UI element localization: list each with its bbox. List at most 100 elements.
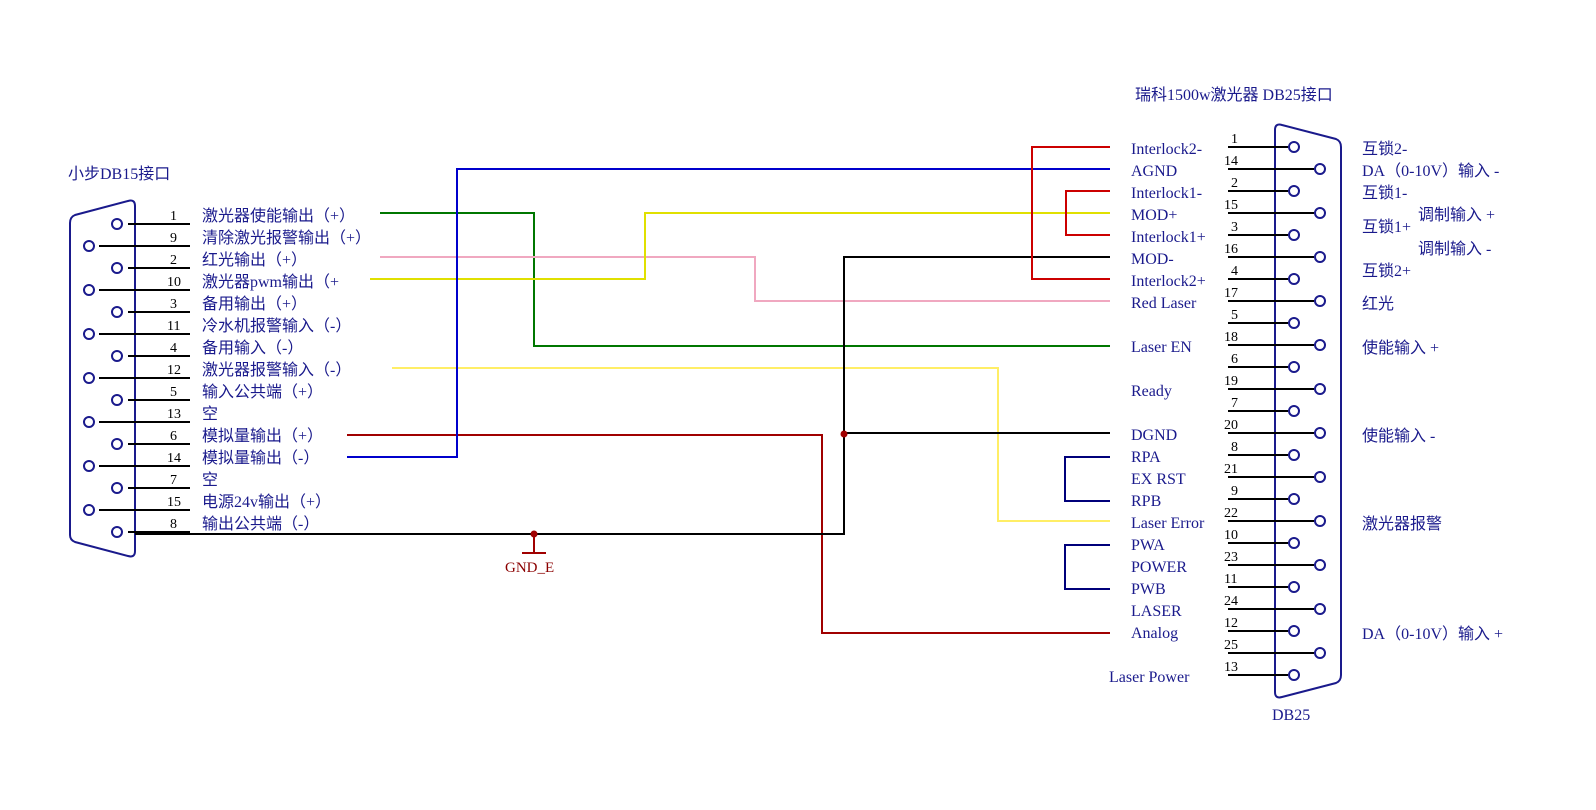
db25-desc-label: 使能输入 - [1362, 427, 1435, 445]
db25-connector-shell [1274, 123, 1342, 699]
wire-laser-error [392, 367, 1110, 522]
db15-pin-label: 清除激光报警输出（+） [202, 229, 371, 247]
db25-pin-number: 22 [1224, 506, 1238, 521]
wire-rpa-rpb-jumper [1064, 456, 1110, 502]
db15-pin-label: 激光器pwm输出（+ [202, 273, 339, 291]
db25-pin-number: 4 [1231, 264, 1238, 279]
db25-pin-number: 24 [1224, 594, 1238, 609]
db25-pin-number: 15 [1224, 198, 1238, 213]
db25-signal-label: AGND [1131, 163, 1177, 180]
wire-red-laser [380, 256, 1110, 302]
db25-desc-label: 调制输入 + [1418, 206, 1495, 224]
db25-pin-leads [1228, 146, 1314, 676]
wires [135, 146, 1110, 634]
wire-agnd [347, 168, 1110, 458]
db15-pin-label: 备用输出（+） [202, 295, 307, 313]
wire-pwa-pwb-jumper [1064, 544, 1110, 590]
db25-pin-number: 17 [1224, 286, 1238, 301]
db15-pin-number: 13 [167, 407, 181, 422]
db25-signal-label: RPA [1131, 449, 1161, 466]
db15-pin-number: 10 [167, 275, 181, 290]
db25-signal-label: Laser Error [1131, 515, 1205, 532]
db15-pin-label: 冷水机报警输入（-） [202, 317, 351, 335]
junction-dot [840, 430, 848, 438]
db25-pin-number: 20 [1224, 418, 1238, 433]
db25-signal-label: Analog [1131, 625, 1178, 642]
db15-pin-label: 输入公共端（+） [202, 383, 323, 401]
db15-pin-number: 5 [170, 385, 177, 400]
db15-pin-number: 15 [167, 495, 181, 510]
db15-pin-number: 14 [167, 451, 181, 466]
wire-pwm-mod [370, 212, 1110, 280]
db25-signal-label: MOD- [1131, 251, 1174, 268]
db25-desc-label: 使能输入 + [1362, 339, 1439, 357]
wire-interlock1-jumper [1065, 190, 1110, 236]
db25-signal-label: Interlock1+ [1131, 229, 1206, 246]
db15-pin-number: 4 [170, 341, 177, 356]
db25-signal-label: Interlock2+ [1131, 273, 1206, 290]
db25-desc-label: 互锁1- [1362, 184, 1407, 202]
db25-pin-number: 2 [1231, 176, 1238, 191]
db15-pin-number: 9 [170, 231, 177, 246]
db25-pin-number: 6 [1231, 352, 1238, 367]
db25-pin-number: 10 [1224, 528, 1238, 543]
db15-pin-number: 12 [167, 363, 181, 378]
db25-pin-number: 12 [1224, 616, 1238, 631]
db15-pin-label: 备用输入（-） [202, 339, 303, 357]
db15-pin-number: 2 [170, 253, 177, 268]
db15-pin-label: 空 [202, 405, 218, 423]
db25-signal-label: LASER [1131, 603, 1182, 620]
db25-pin-number: 7 [1231, 396, 1238, 411]
db25-signal-label: MOD+ [1131, 207, 1177, 224]
db25-pin-number: 1 [1231, 132, 1238, 147]
db15-pin-number: 1 [170, 209, 177, 224]
db25-pin-number: 13 [1224, 660, 1238, 675]
db25-pin-number: 16 [1224, 242, 1238, 257]
wire-ground-bus [135, 256, 1110, 535]
db25-desc-label: 调制输入 - [1418, 240, 1491, 258]
db25-pin-number: 25 [1224, 638, 1238, 653]
db15-pin-number: 8 [170, 517, 177, 532]
db25-pin-number: 5 [1231, 308, 1238, 323]
db25-signal-label: Red Laser [1131, 295, 1197, 312]
db25-pin-number: 3 [1231, 220, 1238, 235]
db25-signal-label: PWA [1131, 537, 1165, 554]
db25-title: 瑞科1500w激光器 DB25接口 [1135, 86, 1333, 104]
db15-pin-label: 激光器使能输出（+） [202, 207, 355, 225]
db25-pin-number: 8 [1231, 440, 1238, 455]
db15-pin-leads [99, 223, 190, 533]
db25-pin-number: 9 [1231, 484, 1238, 499]
db15-pin-sockets [83, 218, 123, 538]
db25-pin-number: 18 [1224, 330, 1238, 345]
db25-desc-label: 红光 [1362, 295, 1394, 313]
db15-pin-number: 11 [167, 319, 180, 334]
db25-desc-label: 互锁1+ [1362, 218, 1411, 236]
db25-pin-number: 23 [1224, 550, 1238, 565]
db25-signal-label: Laser EN [1131, 339, 1192, 356]
db25-pin-sockets [1288, 141, 1326, 681]
db25-signal-label: Interlock2- [1131, 141, 1202, 158]
db25-signal-label: RPB [1131, 493, 1161, 510]
db15-pin-label: 模拟量输出（-） [202, 449, 319, 467]
db25-desc-label: 互锁2+ [1362, 262, 1411, 280]
db15-pin-label: 模拟量输出（+） [202, 427, 323, 445]
ground-label: GND_E [505, 560, 554, 576]
db25-signal-label: DGND [1131, 427, 1177, 444]
wire-interlock2-jumper [1031, 146, 1110, 280]
db25-signal-label: EX RST [1131, 471, 1186, 488]
db25-signal-label: Interlock1- [1131, 185, 1202, 202]
db25-desc-label: 互锁2- [1362, 140, 1407, 158]
db15-title: 小步DB15接口 [68, 165, 170, 183]
db25-signal-label: Laser Power [1109, 669, 1190, 686]
db25-pin-number: 21 [1224, 462, 1238, 477]
db25-desc-label: DA（0-10V）输入 - [1362, 162, 1499, 180]
db15-pin-number: 3 [170, 297, 177, 312]
db25-pin-number: 11 [1224, 572, 1237, 587]
db25-name: DB25 [1272, 707, 1310, 724]
db25-pin-number: 14 [1224, 154, 1238, 169]
db15-pin-number: 7 [170, 473, 177, 488]
db15-pin-label: 空 [202, 471, 218, 489]
db15-pin-number: 6 [170, 429, 177, 444]
